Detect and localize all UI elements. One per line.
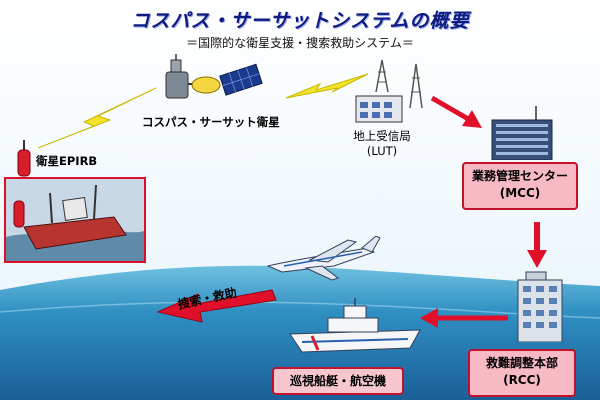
- ship-icon: [289, 298, 421, 353]
- diagram-subtitle: ＝国際的な衛星支援・捜索救助システム＝: [186, 36, 414, 50]
- lightning-bolt-icon: [37, 87, 157, 149]
- lut-abbr: (LUT): [366, 144, 398, 158]
- satellite-label: コスパス・サーサット衛星: [142, 115, 280, 129]
- building-icon: [491, 106, 553, 160]
- sea: [0, 265, 600, 400]
- distressed-ship-icon: [6, 179, 144, 261]
- lut-name: 地上受信局: [353, 129, 411, 143]
- mcc-box: 業務管理センター (MCC): [462, 162, 578, 210]
- lightning-bolt-icon: [285, 73, 369, 99]
- rcc-box: 救難調整本部 (RCC): [468, 349, 576, 397]
- satellite-icon: [165, 54, 263, 99]
- mcc-name: 業務管理センター: [471, 169, 568, 183]
- diagram-title: コスパス・サーサットシステムの概要: [130, 10, 470, 32]
- mcc-abbr: (MCC): [499, 186, 541, 200]
- antenna-station-icon: [355, 59, 423, 123]
- rcc-abbr: (RCC): [503, 373, 541, 387]
- patrol-box: 巡視船艇・航空機: [272, 367, 404, 395]
- distress-scene-photo: [4, 177, 146, 263]
- building-icon: [517, 271, 563, 342]
- patrol-label: 巡視船艇・航空機: [289, 374, 386, 388]
- rcc-name: 救難調整本部: [485, 356, 558, 370]
- buoy-icon: [17, 140, 31, 177]
- aircraft-icon: [266, 236, 381, 281]
- epirb-label: 衛星EPIRB: [36, 154, 98, 168]
